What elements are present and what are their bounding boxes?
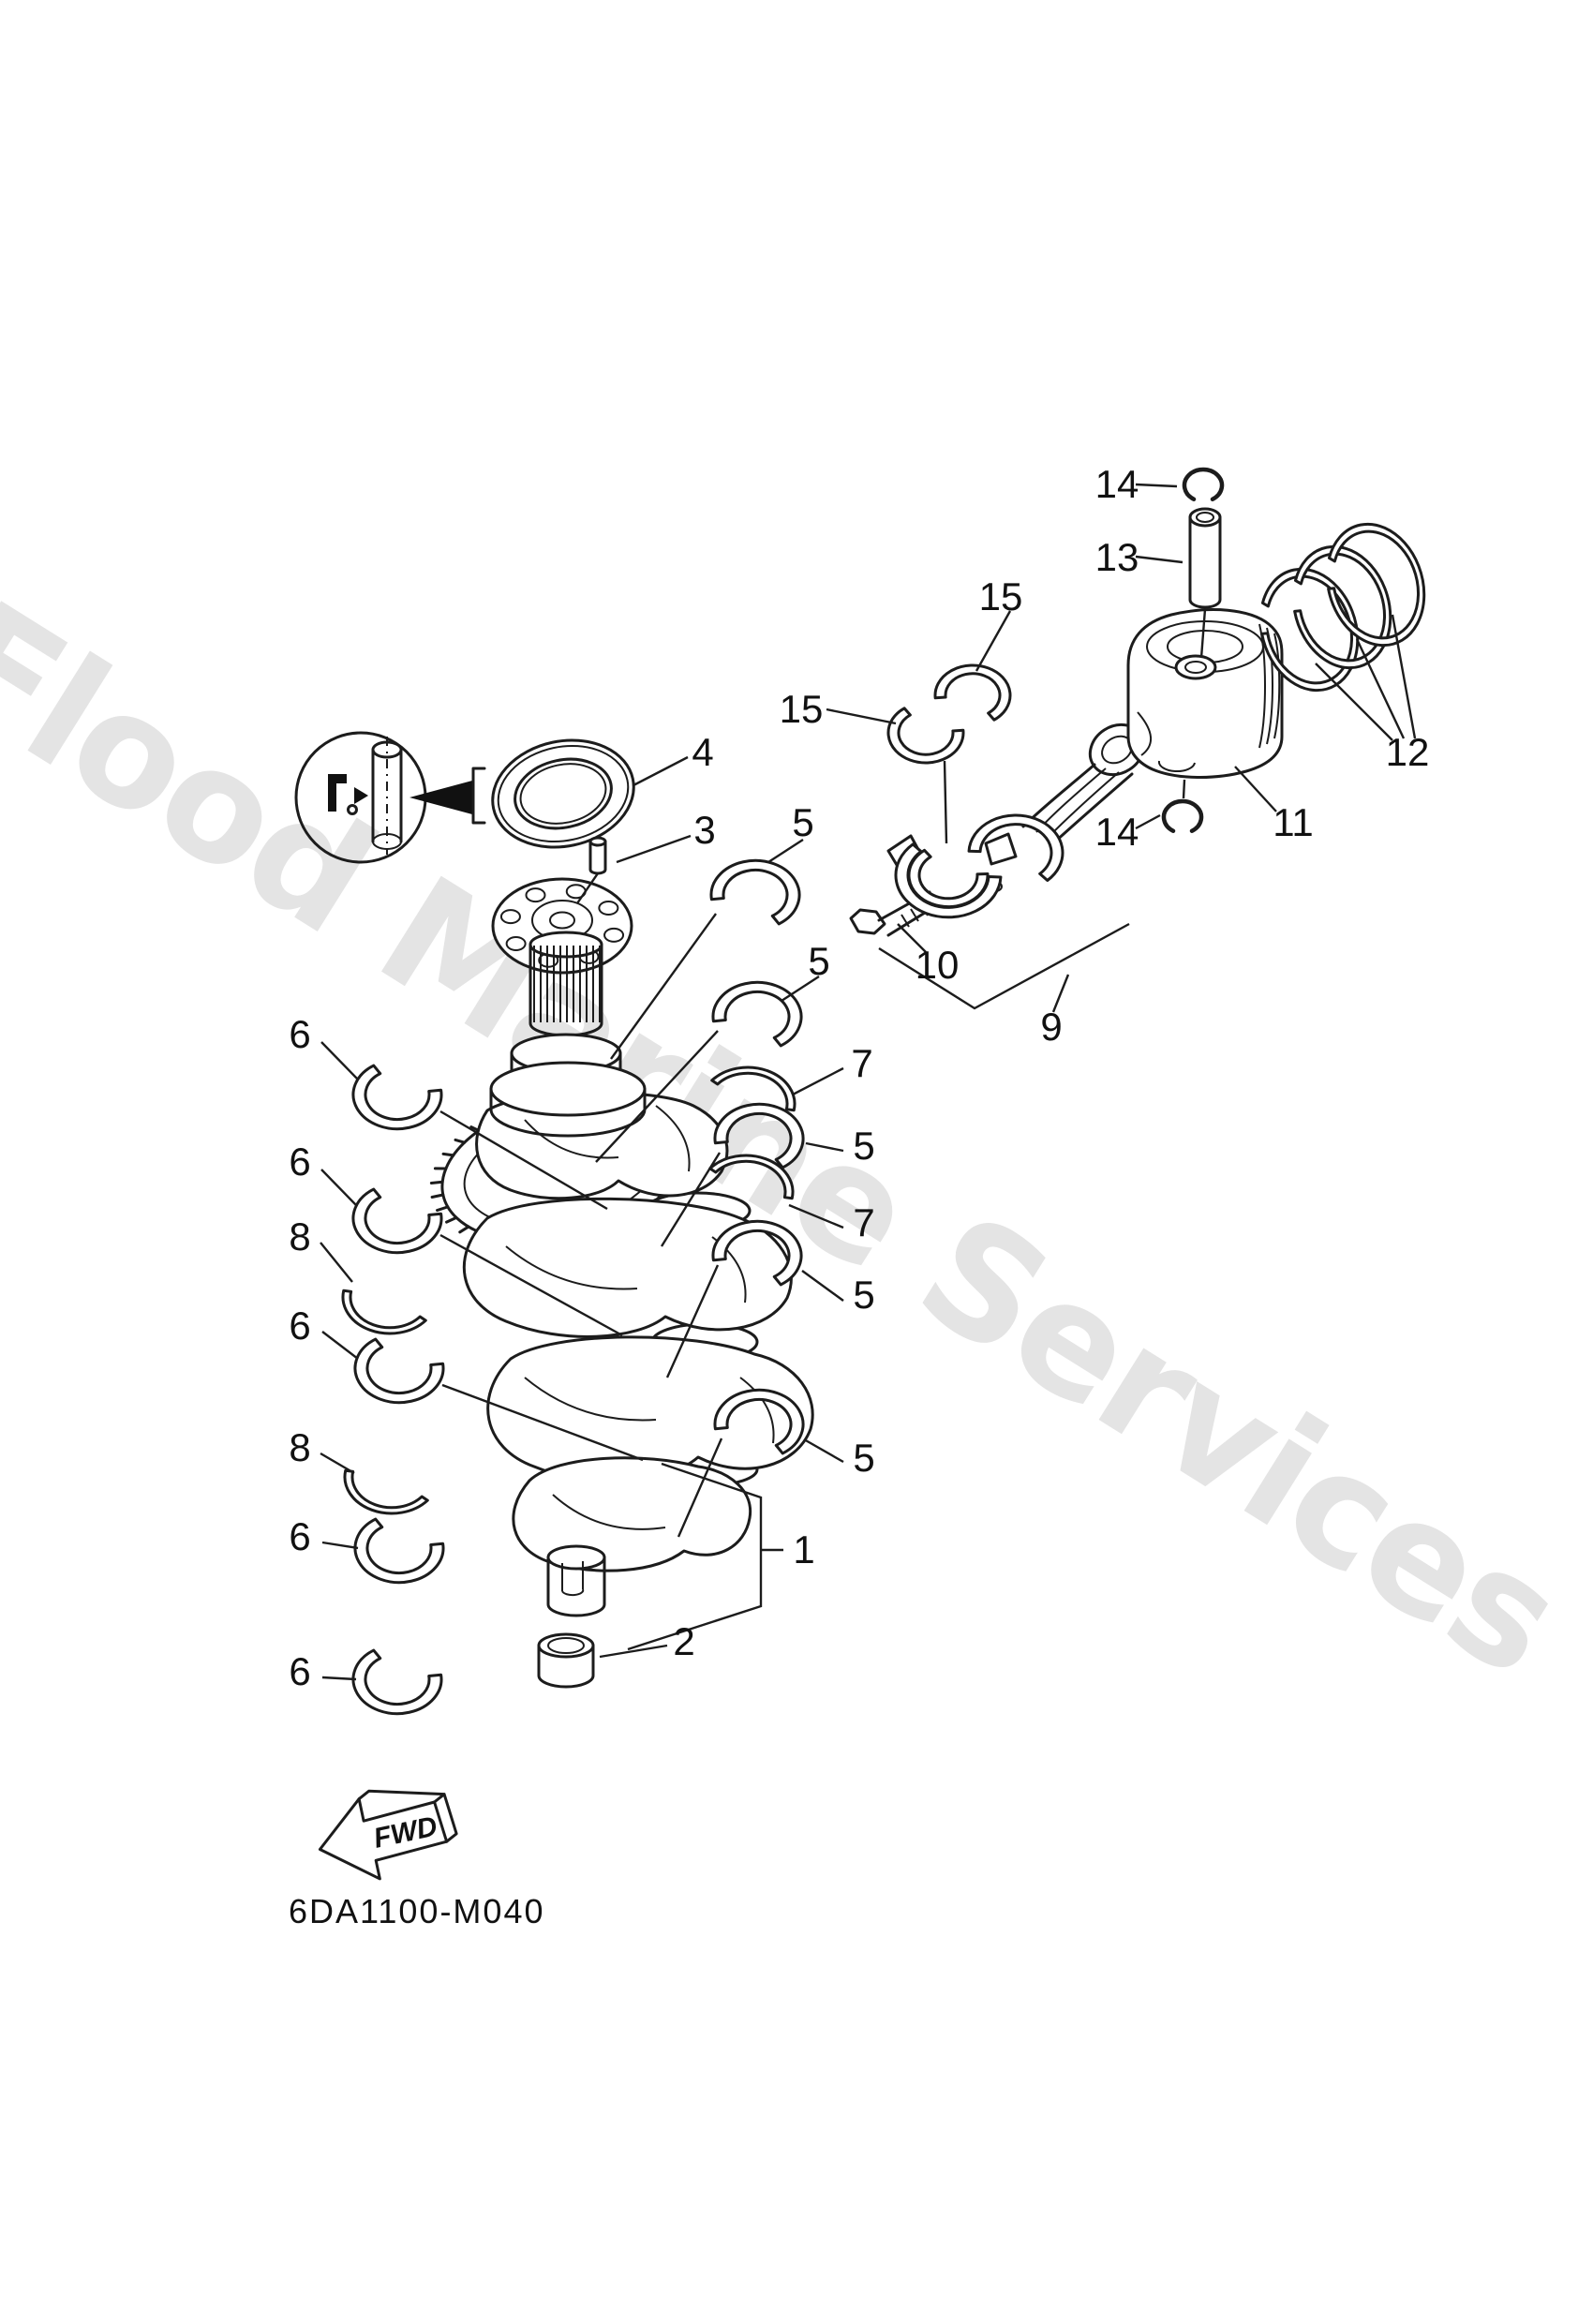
seal-cross-section [328, 774, 347, 812]
callout-5: 5 [853, 1436, 874, 1480]
gear-tooth [445, 1215, 458, 1224]
callout-8: 8 [289, 1425, 310, 1469]
drawing-code: 6DA1100-M040 [289, 1892, 545, 1930]
bearing-shell [711, 1219, 803, 1287]
bearing-shells [341, 663, 1064, 1716]
callout-9: 9 [1040, 1005, 1062, 1049]
gear-tooth [436, 1205, 450, 1213]
flange-hole [505, 936, 527, 951]
dowel-pin [588, 836, 607, 875]
callout-15: 15 [979, 574, 1023, 618]
flange-hole [598, 901, 619, 916]
crankshaft-drawing [429, 877, 814, 1689]
callout-1: 1 [793, 1527, 814, 1572]
piston-rings [1260, 522, 1426, 693]
gear-tooth [441, 1152, 455, 1157]
flange-hole [525, 887, 546, 903]
bearing-shell [353, 1517, 445, 1585]
callout-6: 6 [289, 1140, 310, 1184]
flange-hole [499, 909, 521, 925]
circlip [1161, 798, 1204, 833]
bearing-shell [933, 663, 1012, 722]
piston [1126, 608, 1284, 780]
crank-collar [489, 1033, 647, 1138]
callout-7: 7 [853, 1200, 874, 1244]
bearing-shell [343, 1468, 429, 1515]
callout-2: 2 [673, 1619, 694, 1663]
callout-14: 14 [1095, 810, 1139, 854]
pointer-arrow-icon [409, 781, 472, 814]
gear-tooth [430, 1193, 445, 1199]
callout-5: 5 [853, 1124, 874, 1168]
bearing-shell [353, 1337, 445, 1405]
bearing-shell [711, 980, 803, 1048]
bearing-shell [351, 1648, 443, 1716]
callout-6: 6 [289, 1514, 310, 1558]
callout-12: 12 [1386, 730, 1430, 774]
callout-15: 15 [780, 687, 824, 731]
gear-tooth [429, 1180, 444, 1184]
bearing-shell [967, 813, 1064, 882]
callout-13: 13 [1095, 535, 1139, 579]
gear-tooth [454, 1138, 467, 1144]
callout-5: 5 [792, 800, 813, 844]
piston-ring-body [1293, 544, 1392, 670]
callout-11: 11 [1273, 800, 1314, 844]
callout-5: 5 [808, 939, 829, 983]
bearing-shell [907, 848, 990, 909]
fwd-arrow-icon: FWD [318, 1789, 458, 1881]
callout-labels: 14 13 15 15 4 3 5 12 11 14 10 9 6 6 8 6 … [289, 462, 1429, 1693]
bearing-shell [713, 1388, 805, 1455]
crank-spline [528, 931, 603, 1037]
piston-ring-body [1327, 522, 1426, 648]
callout-5: 5 [853, 1273, 874, 1317]
callout-14: 14 [1095, 462, 1139, 506]
callout-6: 6 [289, 1649, 310, 1693]
bearing-shell [713, 1102, 805, 1169]
callout-3: 3 [693, 808, 715, 852]
callout-8: 8 [289, 1214, 310, 1259]
bushing [537, 1632, 595, 1689]
bearing-shell [886, 707, 965, 765]
lobe-detail [505, 1105, 775, 1530]
flange-hole [603, 927, 625, 943]
piston-ring [1293, 544, 1392, 670]
gear-tooth [433, 1167, 448, 1170]
oil-seal-ring [491, 738, 635, 849]
crank-lobe [462, 1197, 793, 1338]
callout-10: 10 [916, 943, 960, 987]
piston-pin [1188, 507, 1222, 609]
piston-assembly [1126, 467, 1426, 833]
callout-6: 6 [289, 1304, 310, 1348]
pin-circlips [1161, 467, 1225, 833]
callout-7: 7 [851, 1041, 872, 1085]
bearing-shell [341, 1289, 427, 1335]
callout-4: 4 [692, 730, 713, 774]
crank-flange [491, 877, 633, 975]
gear-tooth [458, 1225, 470, 1234]
bearing-shell [351, 1187, 443, 1255]
circlip [1182, 467, 1225, 501]
crank-lobe [486, 1335, 814, 1483]
crank-bottom-journal [546, 1544, 606, 1617]
leader-lines [320, 483, 1417, 1681]
bearing-shell [708, 1154, 795, 1200]
bearing-shell [351, 1064, 443, 1131]
callout-6: 6 [289, 1012, 310, 1056]
oil-seal-detail-circle [294, 731, 486, 864]
bearing-shell [710, 1065, 796, 1112]
bearing-shell [709, 858, 801, 926]
crank-lobe [512, 1456, 752, 1572]
piston-ring [1327, 522, 1426, 648]
